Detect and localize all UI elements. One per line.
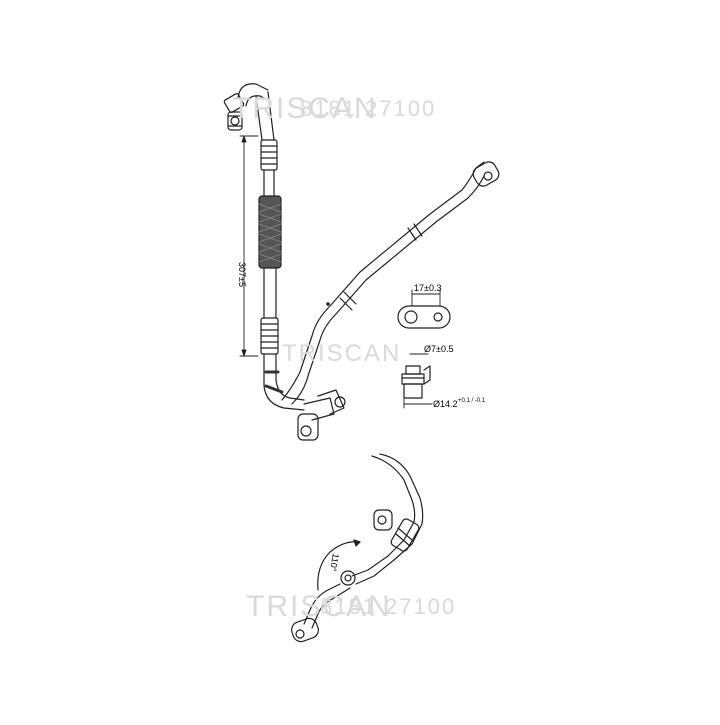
part-number-watermark-bottom: 8181 27100 — [320, 594, 457, 619]
brand-watermark-middle: TRISCAN — [282, 340, 402, 367]
fitting-profile-detail — [401, 353, 433, 409]
right-banjo-fitting — [472, 161, 500, 187]
fitting-outer-tolerance-label: +0.1 / -0.1 — [458, 398, 486, 404]
flange-detail — [397, 289, 451, 329]
upper-hose-assembly — [223, 83, 346, 441]
bottom-banjo-fitting — [297, 389, 346, 441]
top-fitting — [223, 93, 245, 131]
upper-ribs — [260, 139, 278, 171]
flange-width-label: 17±0.3 — [414, 283, 441, 293]
length-dimension — [239, 135, 259, 357]
hose-length-label: 307±5 — [237, 262, 247, 287]
brand-watermark-bottom: TRISCAN — [246, 590, 392, 623]
lower-pipe-assembly — [291, 453, 424, 643]
part-number-watermark-top: 8181 27100 — [300, 96, 437, 121]
knurled-hose-section — [258, 195, 282, 269]
fitting-diameter-label: Ø7±0.5 — [424, 344, 453, 354]
fitting-outer-diameter-label: Ø14.2 — [433, 399, 458, 409]
brand-watermark-top: TRISCAN — [232, 92, 378, 125]
bend-angle-label: 110° — [328, 553, 341, 573]
long-pipe — [281, 167, 485, 405]
lower-ribs — [260, 317, 279, 355]
